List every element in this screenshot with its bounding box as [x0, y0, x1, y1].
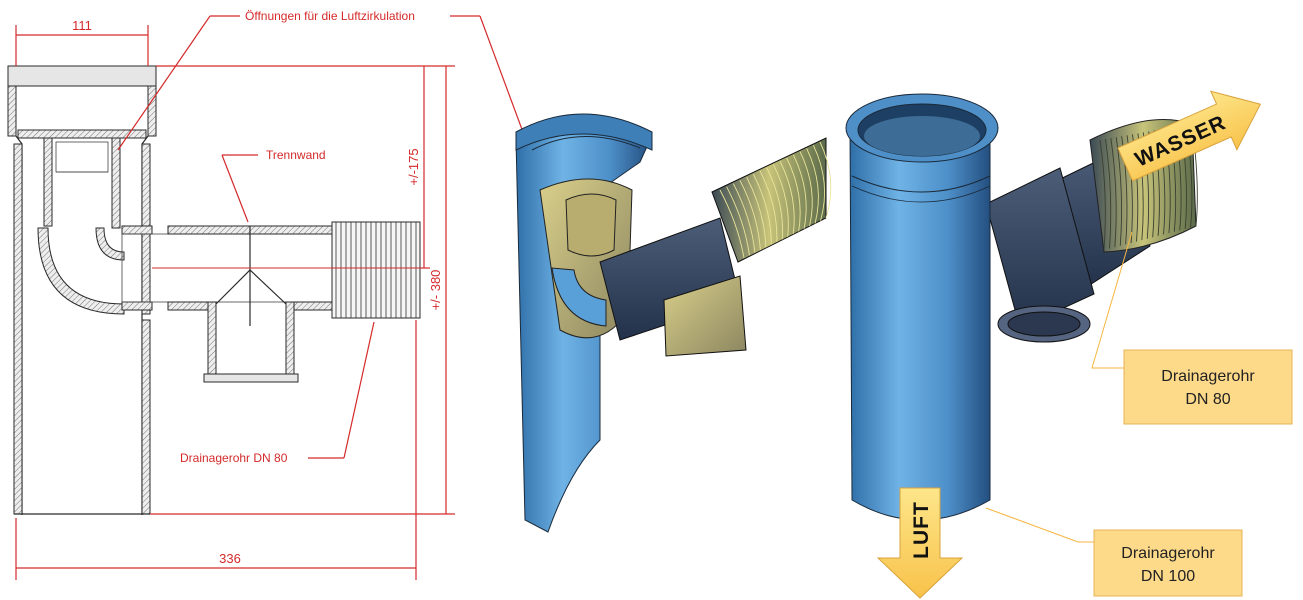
cutaway-render	[515, 113, 832, 533]
callout-dn100-line1: Drainagerohr	[1121, 545, 1215, 562]
corrugation-rib	[739, 180, 761, 251]
annotation-drain-pipe: Drainagerohr DN 80	[180, 321, 375, 465]
dimension-top-width-label: 111	[72, 18, 92, 33]
elbow-section	[37, 227, 125, 315]
air-arrow: LUFT	[876, 487, 964, 599]
corrugation-rib	[746, 176, 767, 248]
callout-dn80-line1: Drainagerohr	[1161, 368, 1255, 385]
corrugation-rib	[752, 173, 772, 245]
dimension-heights: +/-175 +/- 380	[150, 65, 455, 515]
corrugation-rib	[1115, 137, 1123, 246]
corrugation-rib	[726, 186, 750, 256]
air-arrow-label: LUFT	[910, 501, 933, 559]
corrugation-rib	[792, 154, 807, 229]
corrugation-rib	[719, 189, 745, 259]
full-render: WASSER LUFT Drainagerohr DN 80 Drainager…	[845, 90, 1293, 599]
corrugation-rib	[806, 148, 819, 224]
callout-dn80: Drainagerohr DN 80	[1091, 231, 1293, 425]
callout-dn100-line2: DN 100	[1141, 568, 1195, 585]
corrugation-rib	[759, 170, 778, 243]
dimension-total-width-label: 336	[219, 551, 241, 566]
dimension-upper-height-label: +/-175	[406, 148, 421, 185]
corrugation-rib	[1110, 138, 1117, 248]
technical-drawing: 111 336 +/-175 +/- 380 Öffnungen für die…	[7, 9, 561, 580]
corrugation-rib	[1099, 139, 1106, 251]
tee-section	[121, 225, 333, 383]
corrugation-rib	[1104, 138, 1112, 249]
corrugation-rib	[819, 141, 832, 219]
corrugation-rib	[799, 151, 813, 227]
dimension-total-height-label: +/- 380	[428, 270, 443, 311]
corrugation-rib	[732, 183, 756, 253]
corrugation-rib	[786, 157, 801, 232]
annotation-drain-pipe-label: Drainagerohr DN 80	[180, 451, 288, 465]
callout-dn80-line2: DN 80	[1185, 391, 1230, 408]
callout-dn100: Drainagerohr DN 100	[985, 507, 1243, 597]
dimension-total-width: 336	[15, 320, 417, 580]
corrugation-rib	[772, 164, 789, 237]
annotation-partition-label: Trennwand	[266, 148, 326, 162]
corrugated-drain-pipe	[331, 221, 421, 319]
dimension-top-width: 111	[15, 18, 149, 66]
corrugation-rib	[779, 161, 795, 235]
corrugation-rib	[812, 145, 825, 221]
main-pipe-section	[7, 65, 157, 515]
annotation-air-openings: Öffnungen für die Luftzirkulation	[117, 9, 561, 233]
corrugation-rib	[766, 167, 783, 240]
annotation-partition: Trennwand	[221, 148, 326, 223]
annotation-air-openings-label: Öffnungen für die Luftzirkulation	[245, 9, 415, 23]
